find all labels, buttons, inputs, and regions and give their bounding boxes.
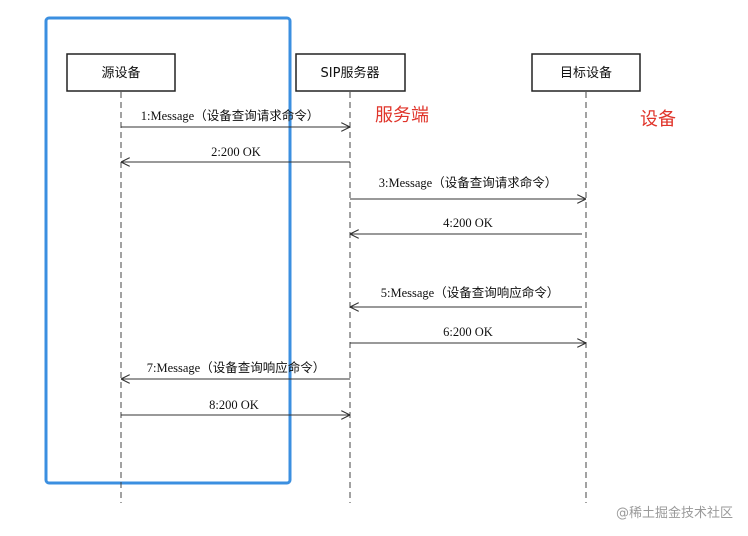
message-5: 5:Message（设备查询响应命令） <box>350 285 582 307</box>
message-1: 1:Message（设备查询请求命令） <box>121 108 350 127</box>
message-4-label: 4:200 OK <box>443 216 493 230</box>
message-8: 8:200 OK <box>121 398 350 415</box>
message-3-label: 3:Message（设备查询请求命令） <box>379 175 557 190</box>
annotation-device: 设备 <box>640 109 676 130</box>
message-2: 2:200 OK <box>121 145 350 162</box>
highlight-frame <box>44 16 292 485</box>
message-2-label: 2:200 OK <box>211 145 261 159</box>
participant-target-label: 目标设备 <box>560 65 612 81</box>
message-3: 3:Message（设备查询请求命令） <box>350 175 586 199</box>
message-7: 7:Message（设备查询响应命令） <box>121 360 350 379</box>
message-8-label: 8:200 OK <box>209 398 259 412</box>
participant-source-label: 源设备 <box>101 65 140 81</box>
message-6: 6:200 OK <box>350 325 586 343</box>
participant-server-label: SIP服务器 <box>321 65 380 81</box>
message-5-label: 5:Message（设备查询响应命令） <box>381 285 559 300</box>
participant-source: 源设备 <box>66 53 176 92</box>
annotation-server-side: 服务端 <box>375 105 429 126</box>
message-6-label: 6:200 OK <box>443 325 493 339</box>
watermark: @稀土掘金技术社区 <box>616 505 733 521</box>
message-4: 4:200 OK <box>350 216 582 234</box>
participant-target: 目标设备 <box>531 53 641 92</box>
message-7-label: 7:Message（设备查询响应命令） <box>147 360 325 375</box>
message-1-label: 1:Message（设备查询请求命令） <box>141 108 319 123</box>
participant-server: SIP服务器 <box>295 53 406 92</box>
